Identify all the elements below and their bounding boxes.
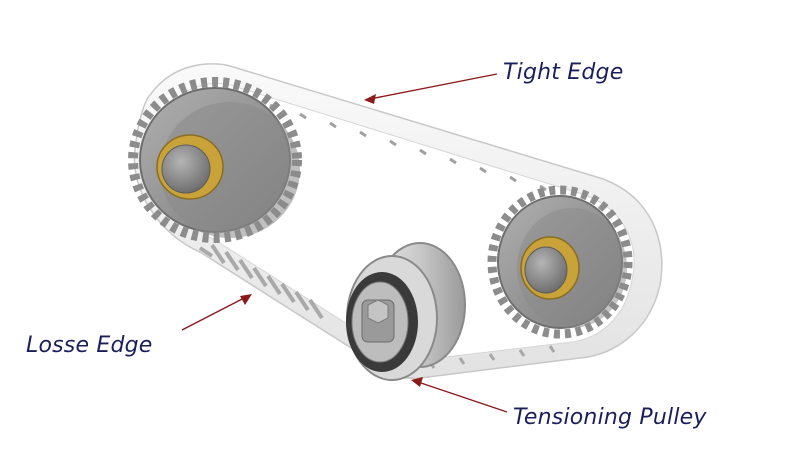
left-sprocket <box>128 77 302 243</box>
belt-loose-edge-teeth <box>198 243 324 320</box>
right-shaft <box>524 246 568 294</box>
right-sprocket <box>487 185 633 339</box>
tight-edge-label: Tight Edge <box>503 60 624 85</box>
left-shaft <box>161 144 211 194</box>
tight-edge-arrow <box>369 73 498 100</box>
tensioning-pulley-label: Tensioning Pulley <box>513 405 707 430</box>
tensioning-pulley-arrow <box>417 381 508 413</box>
arrows <box>181 73 508 413</box>
tensioning-pulley <box>346 242 466 381</box>
tension-pulley-nut <box>367 299 389 324</box>
loose-edge-label: Losse Edge <box>26 333 153 358</box>
loose-edge-arrow <box>181 296 247 331</box>
right-sprocket-teeth <box>487 185 633 339</box>
